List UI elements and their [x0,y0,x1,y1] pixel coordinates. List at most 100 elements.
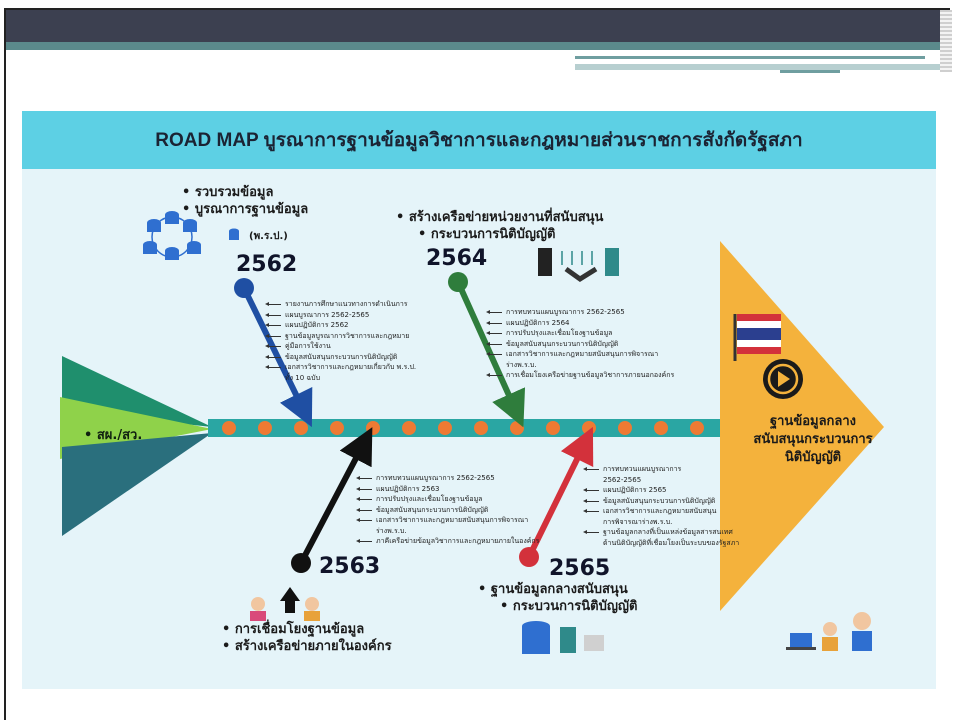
item-2562: แผนบูรณาการ 2562-2565 [264,310,416,321]
year-2565: 2565 [549,556,611,581]
item-2562: ทั้ง 10 ฉบับ [285,373,321,382]
item-2564: การทบทวนแผนบูรณาการ 2562-2565 [485,307,674,318]
spine-dots [222,421,704,435]
item-2563: ร่างพ.ร.บ. [376,526,407,535]
item-2562: คู่มือการใช้งาน [264,341,416,352]
item-2565: ฐานข้อมูลกลางที่เป็นแหล่งข้อมูลสารสนเทศ [582,527,739,538]
head-label-line: ฐานข้อมูลกลาง [769,414,857,429]
branch-2563 [298,427,373,565]
item-2564: ข้อมูลสนับสนุนกระบวนการนิติบัญญัติ [485,339,674,350]
item-2565: เอกสารวิชาการและกฎหมายสนับสนุน [582,506,739,517]
header-band [6,42,940,50]
spine-dot [690,421,704,435]
branch-2565-start [519,547,539,567]
fish-spine [208,419,728,437]
bullet-2564-cont: กระบวนการนิติบัญญัติ [396,226,603,243]
head-label: ฐานข้อมูลกลาง สนับสนุนกระบวนการ นิติบัญญ… [738,413,888,467]
database-icon [229,228,239,240]
spine-dot [582,421,596,435]
buildings-handshake-icon [538,248,619,283]
item-2562: ข้อมูลสนับสนุนกระบวนการนิติบัญญัติ [264,352,416,363]
item-2563: แผนปฏิบัติการ 2563 [355,484,539,495]
tail-label: สผ./สว. [84,427,142,444]
items-2565: การทบทวนแผนบูรณาการ 2562-2565 แผนปฏิบัติ… [582,464,740,548]
spine-dot [330,421,344,435]
item-2565: 2562-2565 [603,475,642,484]
item-2564: การปรับปรุงและเชื่อมโยงฐานข้อมูล [485,328,674,339]
bullet-2562: รวบรวมข้อมูล [182,184,308,201]
bullets-2563: การเชื่อมโยงฐานข้อมูล สร้างเครือข่ายภายใ… [222,621,392,655]
head-label-line: สนับสนุนกระบวนการ [753,432,873,447]
slide-frame [4,8,950,720]
spine-dot [618,421,632,435]
item-2562: เอกสารวิชาการและกฎหมายเกี่ยวกับ พ.ร.ป. [264,363,417,371]
bullet-2563: สร้างเครือข่ายภายในองค์กร [222,638,392,655]
database-building-icon [522,621,604,654]
spine-dot [654,421,668,435]
scrollbar[interactable] [940,10,952,72]
items-2562: รายงานการศึกษาแนวทางการดำเนินการ แผนบูรณ… [264,299,417,383]
users-laptop-icon [786,612,872,651]
bullet-2565-cont: กระบวนการนิติบัญญัติ [478,598,638,615]
bullet-2565: ฐานข้อมูลกลางสนับสนุน [478,581,637,598]
branch-2564-start [448,272,468,292]
items-2563: การทบทวนแผนบูรณาการ 2562-2565 แผนปฏิบัติ… [355,473,540,547]
head-label-line: นิติบัญญัติ [784,450,842,465]
bullets-2564: สร้างเครือข่ายหน่วยงานที่สนับสนุน กระบวน… [396,209,604,243]
spine-dot [222,421,236,435]
item-2562: แผนปฏิบัติการ 2562 [264,320,416,331]
branch-2563-start [291,553,311,573]
item-2565: แผนปฏิบัติการ 2565 [582,485,739,496]
header-accent-line [575,56,925,59]
item-2564: เอกสารวิชาการและกฎหมายสนับสนุนการพิจารณา [485,349,674,360]
spine-dot [474,421,488,435]
header-bar [6,10,940,42]
item-2562: รายงานการศึกษาแนวทางการดำเนินการ [264,299,416,310]
year-2564: 2564 [426,246,488,271]
item-2563: การทบทวนแผนบูรณาการ 2562-2565 [355,473,539,484]
bullet-2562: บูรณาการฐานข้อมูล [182,201,308,218]
branch-2565 [526,426,594,559]
people-network-icon [250,587,320,621]
item-2562: ฐานข้อมูลบูรณาการวิชาการและกฎหมาย [264,331,416,342]
spine-dot [546,421,560,435]
roadmap-slide: ROAD MAP บูรณาการฐานข้อมูลวิชาการและกฎหม… [22,111,936,689]
spine-dot [510,421,524,435]
database-network-icon [143,211,201,260]
thai-flag-icon [733,314,781,361]
items-2564: การทบทวนแผนบูรณาการ 2562-2565 แผนปฏิบัติ… [485,307,675,381]
item-2565: การทบทวนแผนบูรณาการ [582,464,739,475]
fishbone-diagram [60,211,884,654]
item-2563: ข้อมูลสนับสนุนกระบวนการนิติบัญญัติ [355,505,539,516]
header-accent-band [575,64,940,70]
spine-dot [258,421,272,435]
spine-dot [366,421,380,435]
item-2563: การปรับปรุงและเชื่อมโยงฐานข้อมูล [355,494,539,505]
bullet-2564: สร้างเครือข่ายหน่วยงานที่สนับสนุน [396,209,604,226]
spine-dot [438,421,452,435]
bullets-2565: ฐานข้อมูลกลางสนับสนุน กระบวนการนิติบัญญั… [478,581,638,615]
item-2563: ภาคีเครือข่ายข้อมูลวิชาการและกฎหมายภายใน… [355,537,540,545]
year-2562: 2562 [236,252,298,277]
title-bar: ROAD MAP บูรณาการฐานข้อมูลวิชาการและกฎหม… [22,111,936,169]
item-2564: ร่างพ.ร.บ. [506,360,537,369]
spine-dot [294,421,308,435]
item-2565: ข้อมูลสนับสนุนกระบวนการนิติบัญญัติ [582,496,739,507]
year-2563: 2563 [319,554,381,579]
fish-tail-bottom [62,433,212,536]
branch-2564 [455,280,526,428]
header-accent-short [780,70,840,73]
branch-2562-start [234,278,254,298]
item-2565: ด้านนิติบัญญัติที่เชื่อมโยงเป็นระบบของรั… [603,538,740,547]
item-2565: การพิจารณาร่างพ.ร.บ. [603,517,673,526]
item-2564: แผนปฏิบัติการ 2564 [485,318,674,329]
branch-2562 [241,286,313,428]
roadmap-title: ROAD MAP บูรณาการฐานข้อมูลวิชาการและกฎหม… [155,130,803,151]
item-2564: การเชื่อมโยงเครือข่ายฐานข้อมูลวิชาการภาย… [485,371,675,379]
spine-dot [402,421,416,435]
item-2563: เอกสารวิชาการและกฎหมายสนับสนุนการพิจารณา [355,515,539,526]
play-icon [763,359,803,399]
note-2562: (พ.ร.ป.) [249,231,288,242]
bullet-2563: การเชื่อมโยงฐานข้อมูล [222,621,392,638]
bullets-2562: รวบรวมข้อมูล บูรณาการฐานข้อมูล [182,184,308,218]
